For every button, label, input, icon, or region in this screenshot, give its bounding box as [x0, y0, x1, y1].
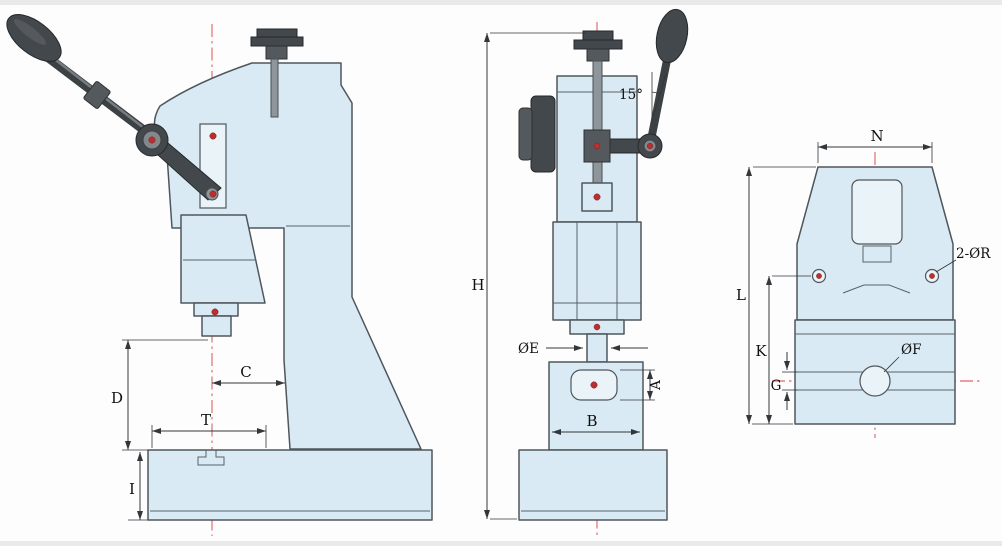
screw-flange [573, 39, 623, 50]
dimension-D: D [111, 339, 208, 451]
dim-label-c: C [240, 363, 251, 381]
clamp-knob-outer [530, 95, 556, 173]
dim-label-angle: 15° [619, 87, 643, 103]
dim-label-f: ØF [901, 342, 921, 358]
dimension-C: C [212, 363, 285, 386]
screw-top-disc [582, 30, 614, 41]
dim-label-r: 2-ØR [956, 246, 991, 262]
dimension-I: I [128, 452, 148, 521]
bore-hole-f [859, 365, 891, 397]
punch-pin [201, 315, 232, 337]
flange-dot [593, 323, 601, 331]
view-side: C D T I [6, 14, 433, 536]
dim-label-b: B [586, 412, 597, 430]
pivot-dot-lower [209, 190, 217, 198]
dim-label-l: L [736, 286, 746, 304]
top-cap-nut [265, 45, 288, 60]
dimension-G: G [771, 352, 797, 410]
pivot-dot-upper [209, 132, 217, 140]
dimension-F: ØF [883, 342, 921, 373]
press-base-side [147, 449, 433, 521]
column-lower [552, 221, 642, 321]
dimension-N: N [817, 127, 933, 163]
handle-shaft-front [647, 56, 671, 144]
dim-label-h: H [471, 276, 484, 294]
rear-guide-tab [862, 245, 892, 263]
clamp-dot-front [593, 142, 601, 150]
pivot-dot-hub [148, 136, 156, 144]
clamp-knob-inner [518, 107, 533, 161]
dim-label-k: K [755, 342, 767, 360]
dim-label-t: T [201, 411, 211, 429]
top-cap-disc [256, 28, 298, 38]
dimension-B: B [552, 412, 640, 435]
dimension-T: T [151, 411, 267, 448]
rear-channel [842, 284, 911, 294]
handle-knob-front [655, 8, 689, 64]
dim-label-d: D [111, 389, 123, 407]
screw-rod-front [592, 60, 603, 189]
hub-dot-front [646, 142, 654, 150]
angle-annotation: 15° [619, 72, 667, 121]
dim-label-i: I [129, 480, 135, 498]
scan-edge-bottom [0, 541, 1002, 546]
dim-label-a: A [648, 380, 664, 391]
spindle-neck [586, 333, 608, 363]
t-slot [197, 450, 225, 466]
dimension-K: K [755, 275, 811, 424]
ram-dot-front [593, 193, 601, 201]
view-front: 15° H ØE A [471, 8, 689, 537]
dimension-A: A [620, 369, 664, 401]
ram-housing [180, 214, 266, 304]
die-dot [590, 381, 598, 389]
screw-nut [586, 48, 610, 62]
dim-label-g: G [771, 378, 782, 394]
press-base-front [518, 449, 668, 521]
dimension-H: H [471, 32, 586, 520]
handle-knob-highlight [13, 19, 47, 45]
dim-label-e: ØE [518, 341, 539, 357]
dimension-L: L [736, 166, 816, 425]
punch-center-dot [211, 308, 219, 316]
dimension-R: 2-ØR [935, 246, 991, 273]
dimension-E: ØE [518, 341, 648, 357]
dim-label-n: N [870, 127, 883, 145]
screw-rod-side [270, 58, 279, 118]
top-cap-flange [250, 36, 304, 47]
rear-window [851, 179, 903, 245]
handle-collar [83, 81, 111, 109]
view-rear: N L K G ØF 2-ØR [736, 127, 991, 438]
scan-edge-top [0, 0, 1002, 5]
